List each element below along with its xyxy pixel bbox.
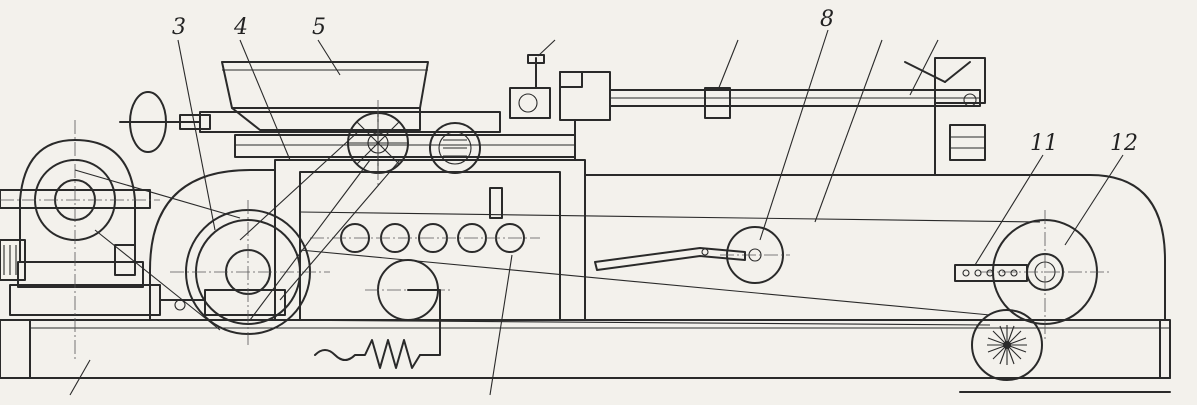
motor-assembly (0, 120, 161, 360)
spring (314, 339, 421, 369)
top-rod (509, 54, 981, 161)
hopper (221, 61, 429, 131)
callout-labels: 3 4 5 8 11 12 (172, 7, 1138, 156)
callout-11: 11 (1030, 131, 1058, 156)
machine-bed (0, 319, 1171, 393)
lower-drum (365, 259, 450, 356)
weight-bracket (904, 57, 986, 176)
callout-12: 12 (1110, 131, 1138, 156)
callout-8: 8 (820, 7, 834, 32)
leader-lines (69, 29, 1124, 396)
brush (971, 309, 1043, 381)
drive-pulley (149, 169, 330, 345)
handwheel (119, 91, 501, 153)
callout-3: 3 (172, 15, 186, 40)
callout-5: 5 (312, 15, 326, 40)
gauge-dial (429, 122, 481, 174)
frame (274, 159, 1166, 321)
roller-row (310, 223, 540, 253)
belts (74, 129, 1041, 331)
indicator-11 (954, 264, 1028, 282)
wheel-8 (594, 226, 790, 284)
callout-4: 4 (233, 15, 248, 40)
